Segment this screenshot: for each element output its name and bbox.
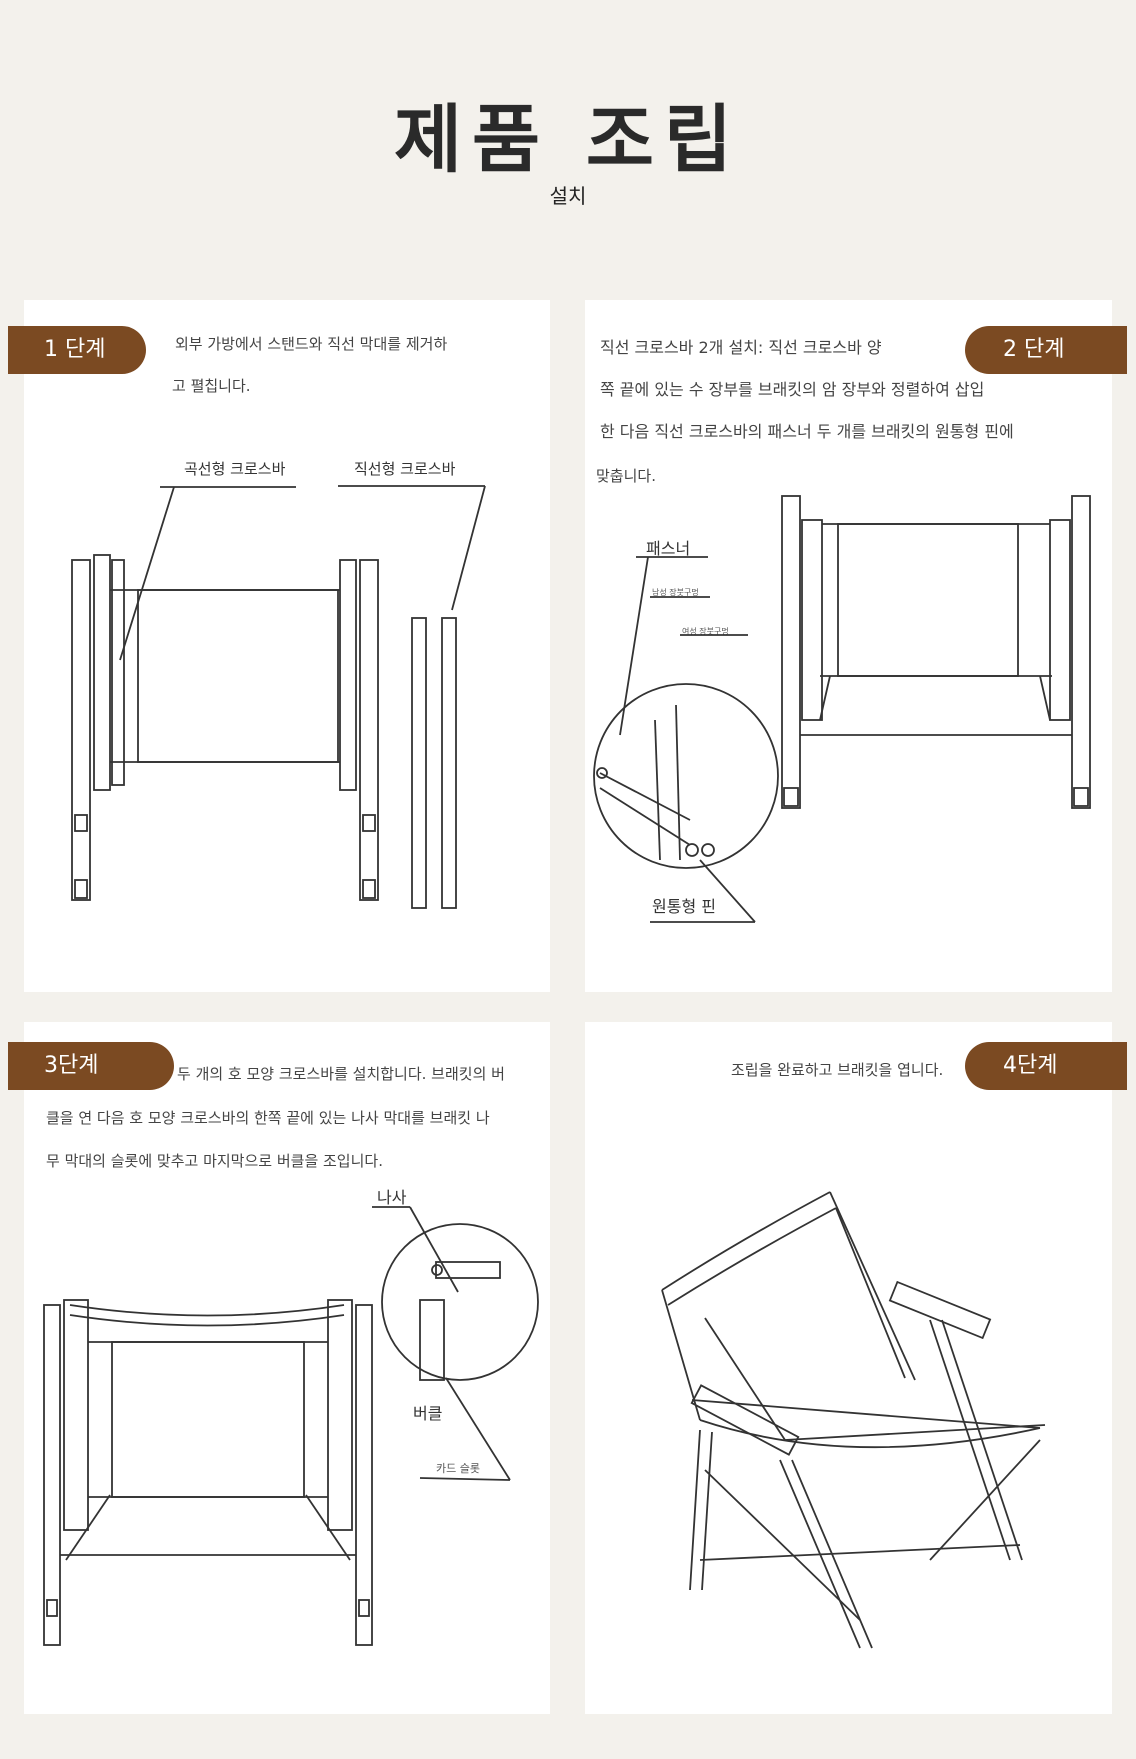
- label-straight-crossbar: 직선형 크로스바: [354, 460, 456, 478]
- step2-text-line4: 맞춥니다.: [596, 467, 656, 485]
- step1-tag: 1 단계: [8, 326, 146, 374]
- step2-text-line2: 쪽 끝에 있는 수 장부를 브래킷의 암 장부와 정렬하여 삽입: [600, 380, 985, 399]
- step2-tag: 2 단계: [965, 326, 1127, 374]
- label-card-slot: 카드 슬롯: [436, 1462, 480, 1475]
- label-fastener: 패스너: [646, 539, 691, 558]
- step2-text-line1: 직선 크로스바 2개 설치: 직선 크로스바 양: [600, 338, 882, 357]
- step1-text-line2: 고 펼칩니다.: [172, 377, 251, 395]
- label-female-mortise: 여성 장붓구멍: [682, 627, 729, 636]
- label-screw: 나사: [377, 1188, 407, 1207]
- label-cylindrical-pin: 원통형 핀: [652, 897, 716, 916]
- step2-text-line3: 한 다음 직선 크로스바의 패스너 두 개를 브래킷의 원통형 핀에: [600, 422, 1014, 441]
- step4-tag: 4단계: [965, 1042, 1127, 1090]
- page-title: 제품 조립: [393, 97, 743, 183]
- step2-panel: [585, 300, 1112, 992]
- step1-text-line1: 외부 가방에서 스탠드와 직선 막대를 제거하: [175, 335, 448, 353]
- page-subtitle: 설치: [549, 184, 587, 208]
- step3-text-line3: 무 막대의 슬롯에 맞추고 마지막으로 버클을 조입니다.: [46, 1152, 383, 1170]
- label-curved-crossbar: 곡선형 크로스바: [184, 460, 286, 478]
- step3-text-line1: 두 개의 호 모양 크로스바를 설치합니다. 브래킷의 버: [177, 1065, 505, 1083]
- step3-text-line2: 클을 연 다음 호 모양 크로스바의 한쪽 끝에 있는 나사 막대를 브래킷 나: [46, 1109, 490, 1127]
- label-male-mortise: 남성 장붓구멍: [652, 588, 699, 597]
- label-buckle: 버클: [413, 1404, 443, 1423]
- step3-tag: 3단계: [8, 1042, 174, 1090]
- step4-panel: [585, 1022, 1112, 1714]
- step4-text-line1: 조립을 완료하고 브래킷을 엽니다.: [731, 1061, 944, 1079]
